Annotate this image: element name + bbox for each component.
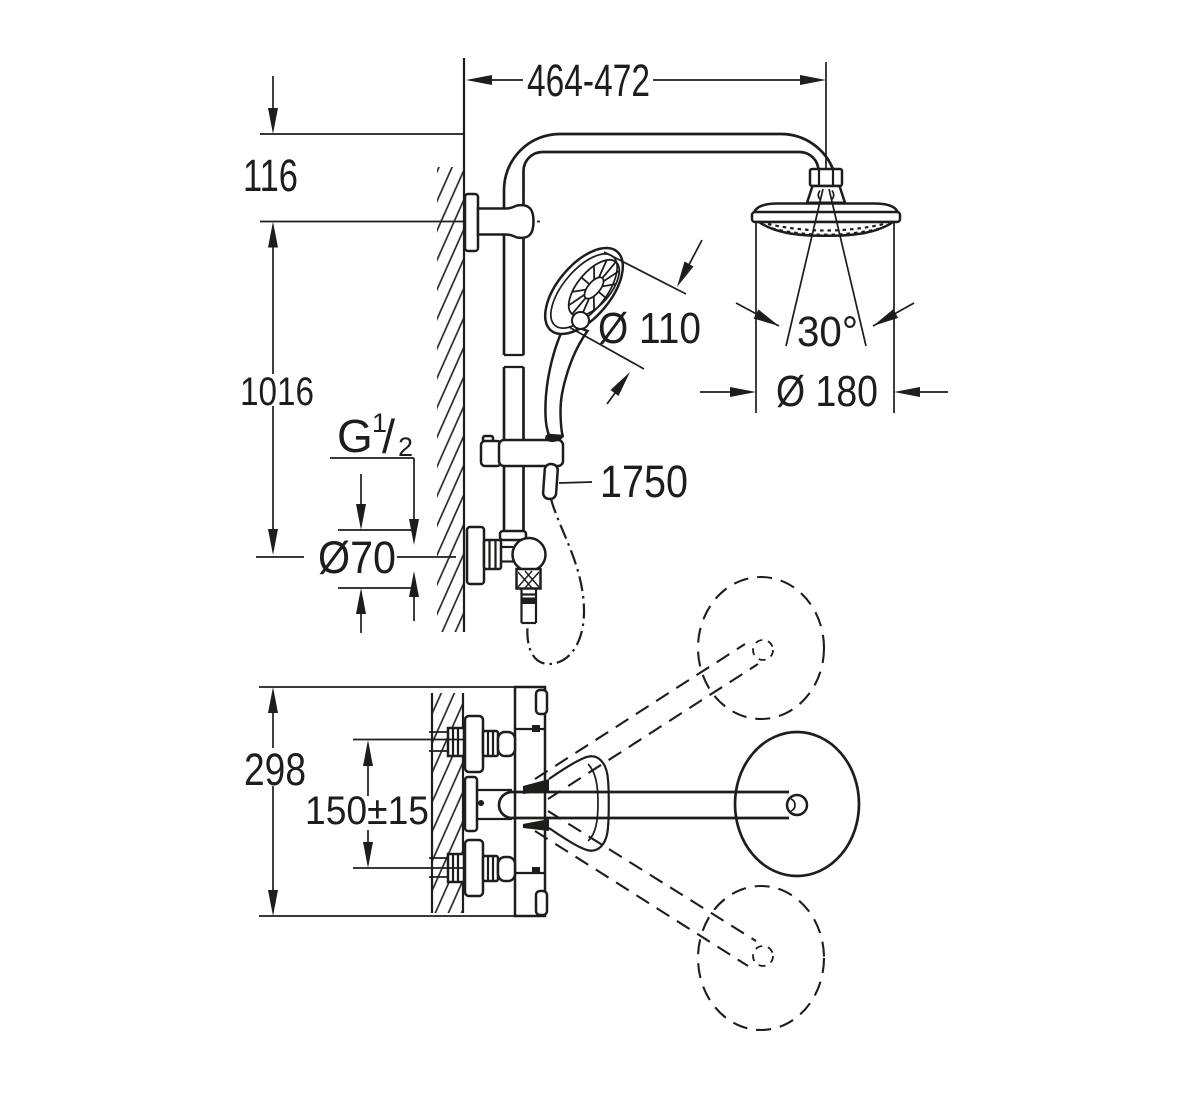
dimension-body-height: 298 bbox=[244, 686, 545, 917]
label-inlet-spacing: 150±15 bbox=[305, 789, 429, 833]
dimension-inlet-spacing: 150±15 bbox=[305, 738, 463, 869]
label-body-height: 298 bbox=[244, 744, 306, 795]
hand-shower bbox=[543, 246, 625, 442]
dimension-116-1016: 116 1016 bbox=[240, 76, 314, 558]
label-spray-angle: 30° bbox=[797, 308, 858, 356]
dimension-spray-angle: 30° bbox=[735, 302, 915, 356]
wall-side-view bbox=[437, 58, 466, 632]
dimension-head-diameter: Ø 180 bbox=[700, 367, 948, 416]
shower-hose: 1750 bbox=[526, 456, 688, 666]
label-thread-slash: / bbox=[382, 410, 396, 463]
dimension-hand-shower-diameter: Ø 110 bbox=[568, 239, 703, 405]
thermostat-side-view bbox=[465, 525, 547, 625]
reference-lines-side bbox=[260, 62, 895, 413]
label-riser-height: 1016 bbox=[240, 370, 314, 414]
label-arm-reach: 464-472 bbox=[527, 55, 650, 106]
label-thread-g: G bbox=[337, 410, 373, 462]
label-thread-numerator: 1 bbox=[372, 408, 387, 438]
dimension-thread-escutcheon: G 1 / 2 Ø70 bbox=[318, 408, 456, 633]
overhead-shower bbox=[750, 167, 902, 347]
label-head-offset: 116 bbox=[243, 150, 298, 201]
pivot-arm-plan bbox=[497, 575, 861, 1032]
spray-face bbox=[567, 258, 621, 318]
label-hand-shower-diameter: Ø 110 bbox=[598, 304, 701, 353]
wall-bracket bbox=[463, 192, 535, 253]
dimension-arm-reach: 464-472 bbox=[466, 55, 826, 106]
label-hose-length: 1750 bbox=[600, 456, 688, 507]
label-escutcheon-diameter: Ø70 bbox=[318, 532, 396, 583]
label-head-diameter: Ø 180 bbox=[776, 367, 878, 416]
label-thread-denominator: 2 bbox=[398, 432, 413, 462]
hand-shower-holder bbox=[479, 434, 565, 501]
